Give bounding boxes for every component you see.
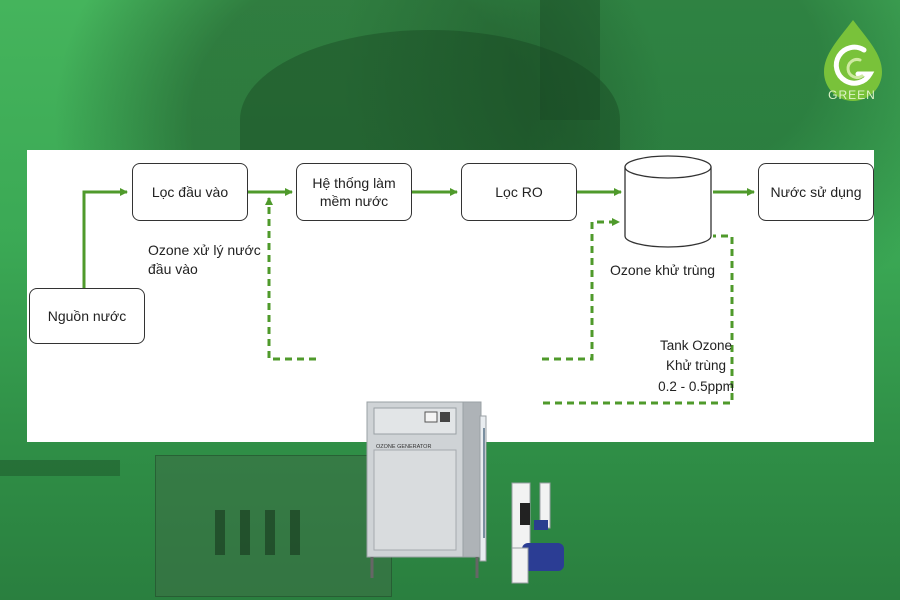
node-input-filter: Lọc đầu vào	[132, 163, 248, 221]
node-ro-filter: Lọc RO	[461, 163, 577, 221]
background-pipe	[0, 460, 120, 476]
ozone-line-input	[265, 197, 316, 361]
arrow-source-to-input-filter	[82, 188, 128, 288]
node-source: Nguồn nước	[29, 288, 145, 344]
tank-title: Tank Ozone	[659, 338, 733, 353]
node-softener: Hệ thống làm mềm nước	[296, 163, 412, 221]
ozone-return-line	[543, 234, 734, 405]
ozone-generator-image: OZONE GENERATOR	[366, 401, 564, 584]
process-diagram: Nguồn nước Lọc đầu vào Hệ thống làm mềm …	[27, 150, 874, 584]
ozone-line-tank	[542, 218, 620, 361]
background-vent	[240, 510, 250, 555]
generator-panel-label: OZONE GENERATOR	[376, 444, 431, 450]
background-vent	[265, 510, 275, 555]
label-ozone-disinfect: Ozone khử trùng	[610, 262, 716, 278]
logo-text: GREEN	[828, 88, 876, 102]
background-vent	[290, 510, 300, 555]
background-cabinet	[155, 455, 392, 597]
green-logo-icon	[824, 20, 882, 101]
tank-range: 0.2 - 0.5ppm	[658, 378, 734, 394]
background-pipe	[540, 0, 600, 120]
tank-ozone	[624, 155, 712, 248]
tank-subtitle: Khử trùng	[665, 358, 727, 374]
background-vent	[215, 510, 225, 555]
tank-label: Tank Ozone Khử trùng 0.2 - 0.5ppm	[649, 336, 743, 397]
label-ozone-input: Ozone xử lý nước đầu vào	[148, 242, 261, 277]
connectors	[82, 155, 755, 405]
node-usage: Nước sử dụng	[758, 163, 874, 221]
